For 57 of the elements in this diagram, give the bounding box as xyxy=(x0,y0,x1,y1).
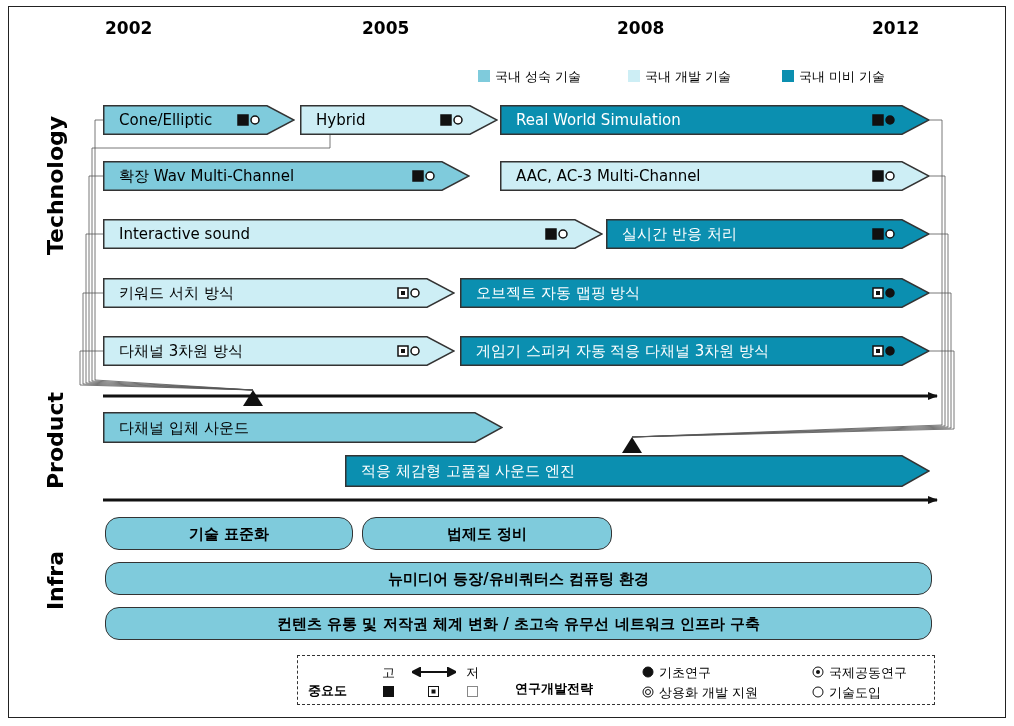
bar-label: 실시간 반응 처리 xyxy=(622,224,737,244)
year-label: 2002 xyxy=(105,18,153,38)
connector-line xyxy=(91,134,331,391)
bar-label: Interactive sound xyxy=(119,225,251,243)
bar-label: 키워드 서치 방식 xyxy=(119,283,234,303)
rounded-bar xyxy=(362,517,612,550)
arrow-bar xyxy=(500,105,930,135)
legend-label: 국내 성숙 기술 xyxy=(495,68,582,86)
arrow-bar xyxy=(103,219,603,249)
bar-label: Real World Simulation xyxy=(516,111,681,129)
year-label: 2012 xyxy=(872,18,920,38)
year-label: 2005 xyxy=(362,18,410,38)
rounded-bar xyxy=(105,607,932,640)
scale-label: 저 xyxy=(466,664,479,682)
bar-label: Hybrid xyxy=(316,111,366,129)
bar-label: 뉴미디어 등장/유비쿼터스 컴퓨팅 환경 xyxy=(386,569,651,588)
arrow-bar xyxy=(300,105,498,135)
bar-label: 다채널 입체 사운드 xyxy=(119,418,249,437)
section-label: Infra xyxy=(42,550,68,610)
bar-label: 적응 체감형 고품질 사운드 엔진 xyxy=(361,461,576,481)
bar-label: 오브젝트 자동 맵핑 방식 xyxy=(476,283,641,303)
arrow-bar xyxy=(345,455,930,487)
scale-label: 고 xyxy=(382,664,395,682)
arrow-bar xyxy=(103,278,455,308)
rounded-bar xyxy=(105,562,932,595)
bar-label: 기술 표준화 xyxy=(187,524,271,543)
triangle-marker xyxy=(243,390,263,406)
arrow-bar xyxy=(460,336,930,366)
arrow-bar xyxy=(103,412,503,443)
bar-label: AAC, AC-3 Multi-Channel xyxy=(516,167,701,185)
arrow-bar xyxy=(606,219,930,249)
bar-label: 다채널 3차원 방식 xyxy=(119,341,244,361)
legend-heading: 연구개발전략 xyxy=(515,680,593,698)
section-label: Technology xyxy=(42,115,68,255)
legend-heading: 중요도 xyxy=(308,682,347,700)
arrow-bar xyxy=(103,105,295,135)
legend-label: 기초연구 xyxy=(659,664,711,682)
connector-line xyxy=(631,350,955,438)
year-label: 2008 xyxy=(617,18,665,38)
bar-label: 컨텐츠 유통 및 저작권 체계 변화 / 초고속 유무선 네트워크 인프라 구축 xyxy=(276,614,761,633)
arrow-bar xyxy=(500,161,930,191)
arrow-bar xyxy=(460,278,930,308)
legend-label: 국내 미비 기술 xyxy=(799,68,886,86)
rounded-bar xyxy=(105,517,353,550)
connector-line xyxy=(79,350,254,391)
bar-label: 확장 Wav Multi-Channel xyxy=(119,166,295,186)
arrow-bar xyxy=(103,336,455,366)
legend-label: 국내 개발 기술 xyxy=(645,68,732,86)
section-label: Product xyxy=(42,391,68,489)
legend-label: 상용화 개발 지원 xyxy=(659,684,759,702)
bar-label: Cone/Elliptic xyxy=(119,111,213,129)
bar-label: 법제도 정비 xyxy=(445,524,529,543)
legend-label: 국제공동연구 xyxy=(829,664,907,682)
legend-label: 기술도입 xyxy=(829,684,881,702)
arrow-bar xyxy=(103,161,470,191)
bar-label: 게임기 스피커 자동 적응 다채널 3차원 방식 xyxy=(476,341,770,361)
triangle-marker xyxy=(622,437,642,453)
